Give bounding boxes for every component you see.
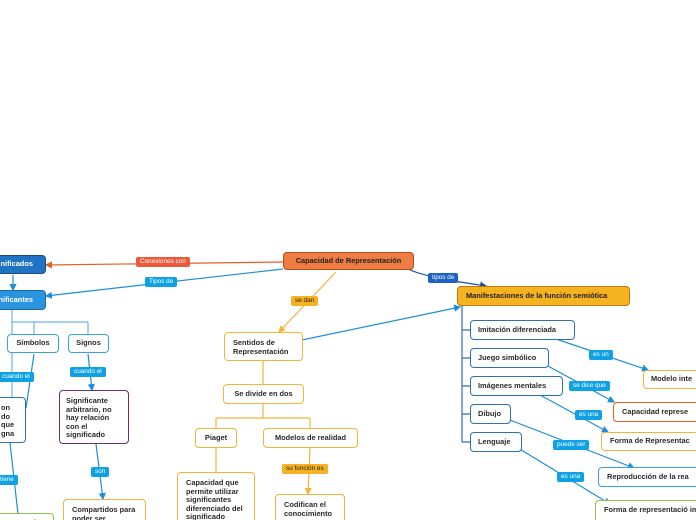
reproduccion-node[interactable]: Reproducción de la rea	[598, 467, 696, 487]
link-label-es-una-1: es una	[575, 410, 603, 420]
root-node[interactable]: Capacidad de Representación	[283, 252, 414, 270]
link-label-cuando-el-1: cuando el	[0, 372, 34, 382]
link-label-es-una-2: es una	[557, 472, 585, 482]
link-label-conexiones: Conexiones con	[136, 257, 190, 267]
link-label-su-funcion: su función es	[282, 464, 328, 474]
link-label-tiene: tiene	[0, 475, 18, 485]
juego-node[interactable]: Juego simbólico	[470, 348, 549, 368]
link-label-se-dan: se dan	[291, 296, 319, 306]
link-label-es-un: es un	[589, 350, 613, 360]
signos-node[interactable]: Signos	[68, 334, 109, 353]
sentidos-node[interactable]: Sentidos de Representación	[224, 332, 303, 361]
forma-importe-node[interactable]: Forma de representació importe y origina…	[595, 500, 696, 520]
significantes-node[interactable]: Significantes	[0, 290, 46, 310]
modelo-interno-node[interactable]: Modelo inte	[643, 370, 696, 389]
divide-node[interactable]: Se divide en dos	[223, 384, 304, 404]
link-label-puede-ser: puede ser	[553, 440, 590, 450]
piaget-node[interactable]: Piaget	[195, 428, 237, 448]
forma-representacion-node[interactable]: Forma de Representac	[601, 432, 696, 451]
codifican-node[interactable]: Codifican el conocimiento	[275, 494, 345, 520]
capacidad-piaget-node[interactable]: Capacidad que permite utilizar significa…	[177, 472, 255, 520]
simbolos-node[interactable]: Símbolos	[7, 334, 59, 353]
lenguaje-node[interactable]: Lenguaje	[470, 432, 522, 452]
link-label-tipos-right: tipos de	[428, 273, 459, 283]
significados-node[interactable]: Significados	[0, 255, 46, 274]
link-label-se-dice-que: se dice que	[569, 381, 610, 391]
link-label-tipos-left: Tipos de	[145, 277, 178, 287]
simbolo-definition-node[interactable]: on do que gna	[0, 397, 26, 443]
link-label-cuando-el-2: cuando el	[70, 367, 106, 377]
modelos-node[interactable]: Modelos de realidad	[263, 428, 358, 448]
green-partial-node[interactable]: i	[0, 513, 54, 520]
capacidad-representacion-node[interactable]: Capacidad represe	[613, 402, 696, 422]
link-sentidos-manifestaciones	[301, 304, 462, 341]
imagenes-node[interactable]: Imágenes mentales	[470, 376, 563, 396]
dibujo-node[interactable]: Dibujo	[470, 404, 511, 424]
significante-arbitrario-node[interactable]: Significante arbitrario, no hay relación…	[59, 390, 129, 444]
imitacion-node[interactable]: Imitación diferenciada	[470, 320, 575, 340]
manifestaciones-node[interactable]: Manifestaciones de la función semiótica	[457, 286, 630, 306]
compartidos-node[interactable]: Compartidos para poder ser	[63, 499, 146, 520]
link-label-son: son	[91, 467, 110, 477]
